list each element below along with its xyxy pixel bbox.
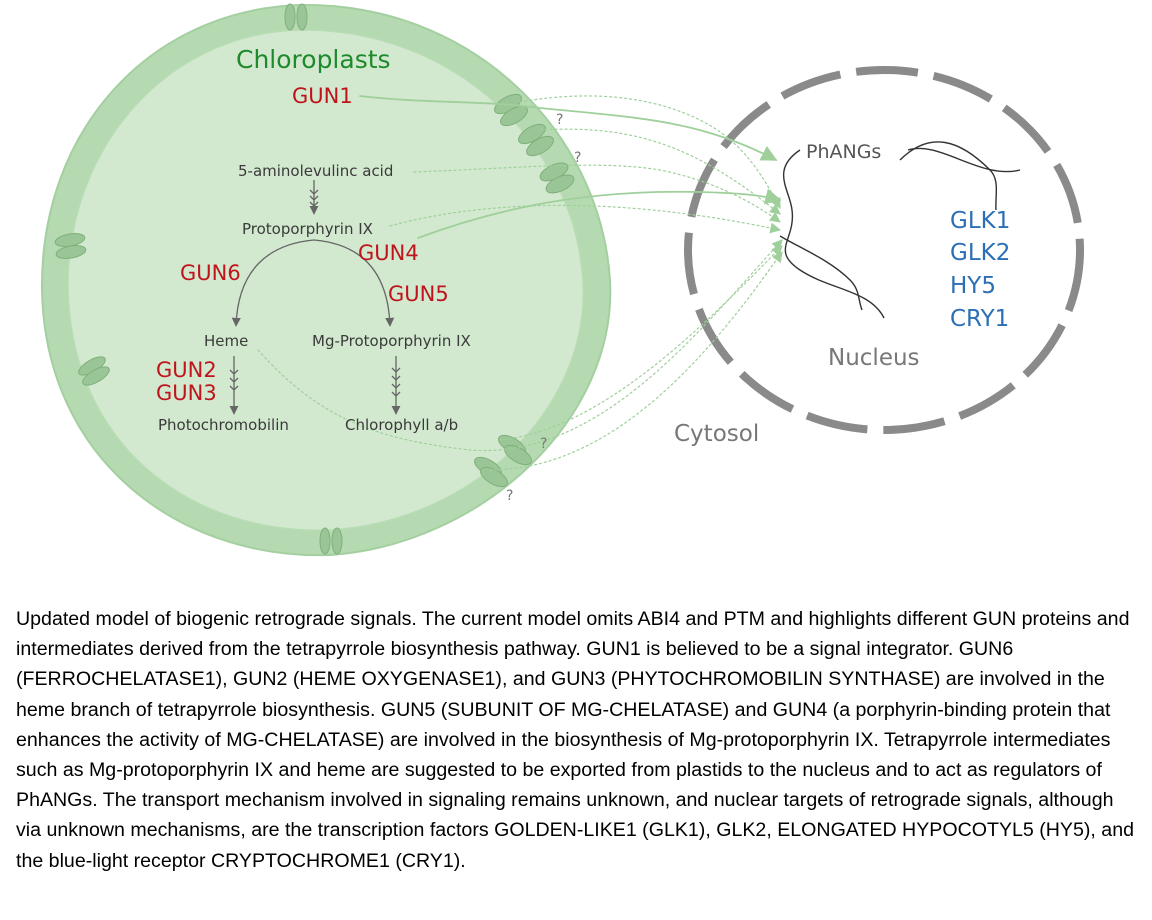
heme-label: Heme <box>204 332 248 350</box>
chloroplast-stroma <box>67 29 584 531</box>
cytosol-label: Cytosol <box>674 421 759 447</box>
phangs-label: PhANGs <box>806 141 881 163</box>
pathway-step-chevrons <box>229 189 401 397</box>
ala-label: 5-aminolevulinc acid <box>238 162 393 180</box>
gun3-label: GUN3 <box>156 381 217 405</box>
factor-hy5: HY5 <box>950 273 996 299</box>
unknown-mark-1: ? <box>556 112 563 128</box>
nucleus-label: Nucleus <box>828 345 920 371</box>
heme-signal-arrow <box>257 239 783 452</box>
unknown-mark-2: ? <box>574 150 581 166</box>
gun5-label: GUN5 <box>388 282 449 306</box>
lower-pore-signal-arrow <box>489 251 783 471</box>
protoporphyrin-label: Protoporphyrin IX <box>242 220 373 238</box>
factor-glk1: GLK1 <box>950 208 1010 234</box>
figure-caption: Updated model of biogenic retrograde sig… <box>16 608 1134 872</box>
pathway-arrows <box>229 180 401 415</box>
gun6-label: GUN6 <box>180 261 241 285</box>
chloroplast-title: Chloroplasts <box>236 45 391 74</box>
gun1-label: GUN1 <box>292 84 353 108</box>
gun1-signal-arrow <box>359 95 778 161</box>
phangs-chromatin <box>779 141 1021 319</box>
ala-signal-arrow <box>413 164 781 223</box>
mg-protoporphyrin-label: Mg-Protoporphyrin IX <box>312 332 471 350</box>
gun4-signal-arrow <box>417 188 782 239</box>
gun2-label: GUN2 <box>156 358 217 382</box>
unknown-mark-4: ? <box>506 488 513 504</box>
photochromobilin-label: Photochromobilin <box>158 416 289 434</box>
gun4-label: GUN4 <box>358 241 419 265</box>
pore-signal-arrow-2 <box>539 128 781 215</box>
mgproto-signal-arrow <box>499 245 783 441</box>
factor-cry1: CRY1 <box>950 306 1009 332</box>
factor-glk2: GLK2 <box>950 240 1010 266</box>
retrograde-signaling-diagram: Chloroplasts GUN1 5-aminolevulinc acid P… <box>40 3 1084 557</box>
retrograde-signal-arrows <box>257 95 783 471</box>
nucleus-envelope <box>684 66 1084 434</box>
proto-signal-arrow <box>389 204 782 234</box>
membrane-pores <box>54 3 575 555</box>
unknown-mark-3: ? <box>540 436 547 452</box>
chlorophyll-label: Chlorophyll a/b <box>345 416 458 434</box>
